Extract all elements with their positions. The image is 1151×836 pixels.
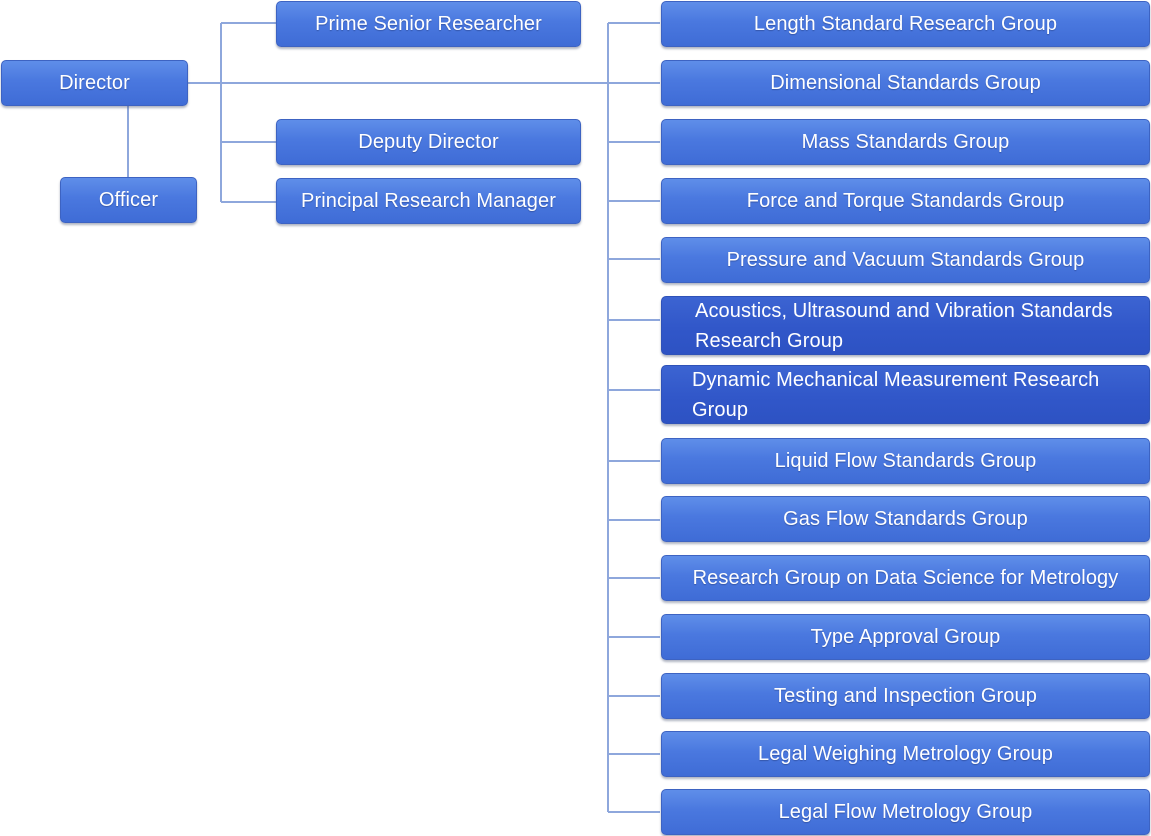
group-box-acoustics-ultrasound-vibration: Acoustics, Ultrasound and Vibration Stan… bbox=[661, 296, 1150, 355]
officer-box: Officer bbox=[60, 177, 197, 223]
group-box-liquid-flow: Liquid Flow Standards Group bbox=[661, 438, 1150, 484]
principal-research-manager-box: Principal Research Manager bbox=[276, 178, 581, 224]
group-box-legal-flow: Legal Flow Metrology Group bbox=[661, 789, 1150, 835]
group-box-mass-standards: Mass Standards Group bbox=[661, 119, 1150, 165]
group-box-type-approval: Type Approval Group bbox=[661, 614, 1150, 660]
group-box-data-science: Research Group on Data Science for Metro… bbox=[661, 555, 1150, 601]
group-box-pressure-vacuum: Pressure and Vacuum Standards Group bbox=[661, 237, 1150, 283]
group-box-label: Dynamic Mechanical Measurement Research … bbox=[692, 368, 1100, 421]
group-box-dynamic-mechanical: Dynamic Mechanical Measurement Research … bbox=[661, 365, 1150, 424]
group-box-length-standard: Length Standard Research Group bbox=[661, 1, 1150, 47]
director-box: Director bbox=[1, 60, 188, 106]
group-box-force-torque: Force and Torque Standards Group bbox=[661, 178, 1150, 224]
group-box-testing-inspection: Testing and Inspection Group bbox=[661, 673, 1150, 719]
group-box-dimensional-standards: Dimensional Standards Group bbox=[661, 60, 1150, 106]
group-box-gas-flow: Gas Flow Standards Group bbox=[661, 496, 1150, 542]
deputy-director-box: Deputy Director bbox=[276, 119, 581, 165]
group-box-label: Acoustics, Ultrasound and Vibration Stan… bbox=[695, 299, 1113, 352]
prime-senior-researcher-box: Prime Senior Researcher bbox=[276, 1, 581, 47]
group-box-legal-weighing: Legal Weighing Metrology Group bbox=[661, 731, 1150, 777]
